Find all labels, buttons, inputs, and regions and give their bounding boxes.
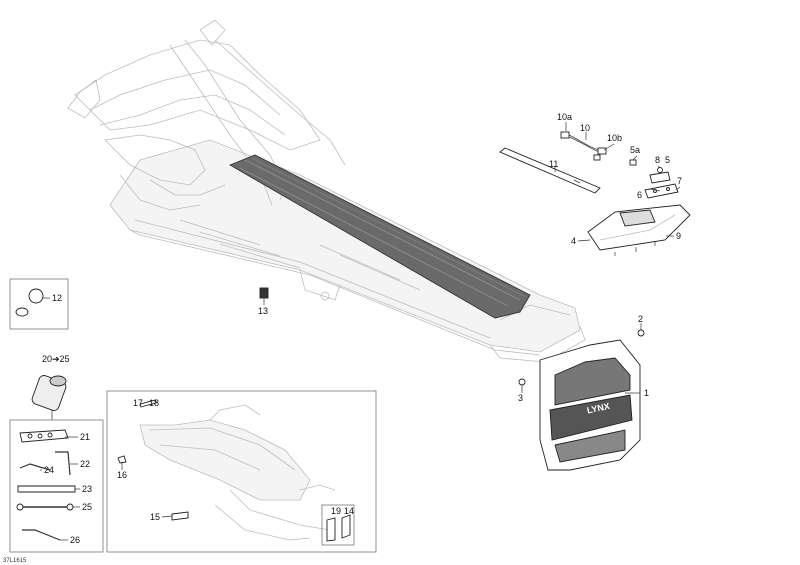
callout-18: 18 [149, 398, 159, 408]
callout-26: 26 [70, 535, 80, 545]
part-4-rear-housing [587, 204, 691, 256]
callout-4: 4 [571, 236, 576, 246]
flap-brand-logo: LYNX [586, 401, 611, 416]
part-1-snow-flap: LYNX [539, 339, 641, 471]
callout-13: 13 [258, 306, 268, 316]
callout-15: 15 [150, 512, 160, 522]
callout-25: 25 [82, 502, 92, 512]
diagram-code: 37L1615 [3, 558, 27, 564]
tool-kit-group [9, 375, 104, 553]
part-10-harness [560, 131, 607, 161]
callout-12: 12 [52, 293, 62, 303]
callout-10a: 10a [557, 112, 572, 122]
callout-2: 2 [638, 314, 643, 324]
callout-22: 22 [80, 459, 90, 469]
callout-1: 1 [644, 388, 649, 398]
callout-5: 5 [665, 155, 670, 165]
part-3-washer [518, 378, 526, 386]
callout-19: 19 [331, 506, 341, 516]
callout-21: 21 [80, 432, 90, 442]
callout-11: 11 [549, 159, 558, 169]
part-12-inset [9, 278, 69, 330]
part-2-bolt [637, 329, 645, 337]
callout-10b: 10b [607, 133, 622, 143]
part-13-clip [259, 287, 269, 305]
callout-20-25: 20➔25 [42, 354, 70, 364]
callout-10: 10 [580, 123, 590, 133]
callout-17: 17 [133, 398, 143, 408]
callout-8: 8 [655, 155, 660, 165]
leader-lines [40, 122, 681, 541]
callout-3: 3 [518, 393, 523, 403]
callout-23: 23 [82, 484, 92, 494]
callout-7: 7 [677, 176, 682, 186]
callout-6: 6 [637, 190, 642, 200]
sled-inset [106, 390, 377, 553]
callout-16: 16 [117, 470, 127, 480]
callout-9: 9 [676, 231, 681, 241]
chassis-assembly [67, 19, 586, 363]
callout-labels: 1 2 3 4 5 5a 6 7 8 9 10 10a 10b 11 12 13… [42, 112, 682, 545]
callout-5a: 5a [630, 145, 640, 155]
part-11-strip [499, 147, 601, 194]
callout-14: 14 [344, 506, 354, 516]
callout-24: 24 [44, 465, 54, 475]
